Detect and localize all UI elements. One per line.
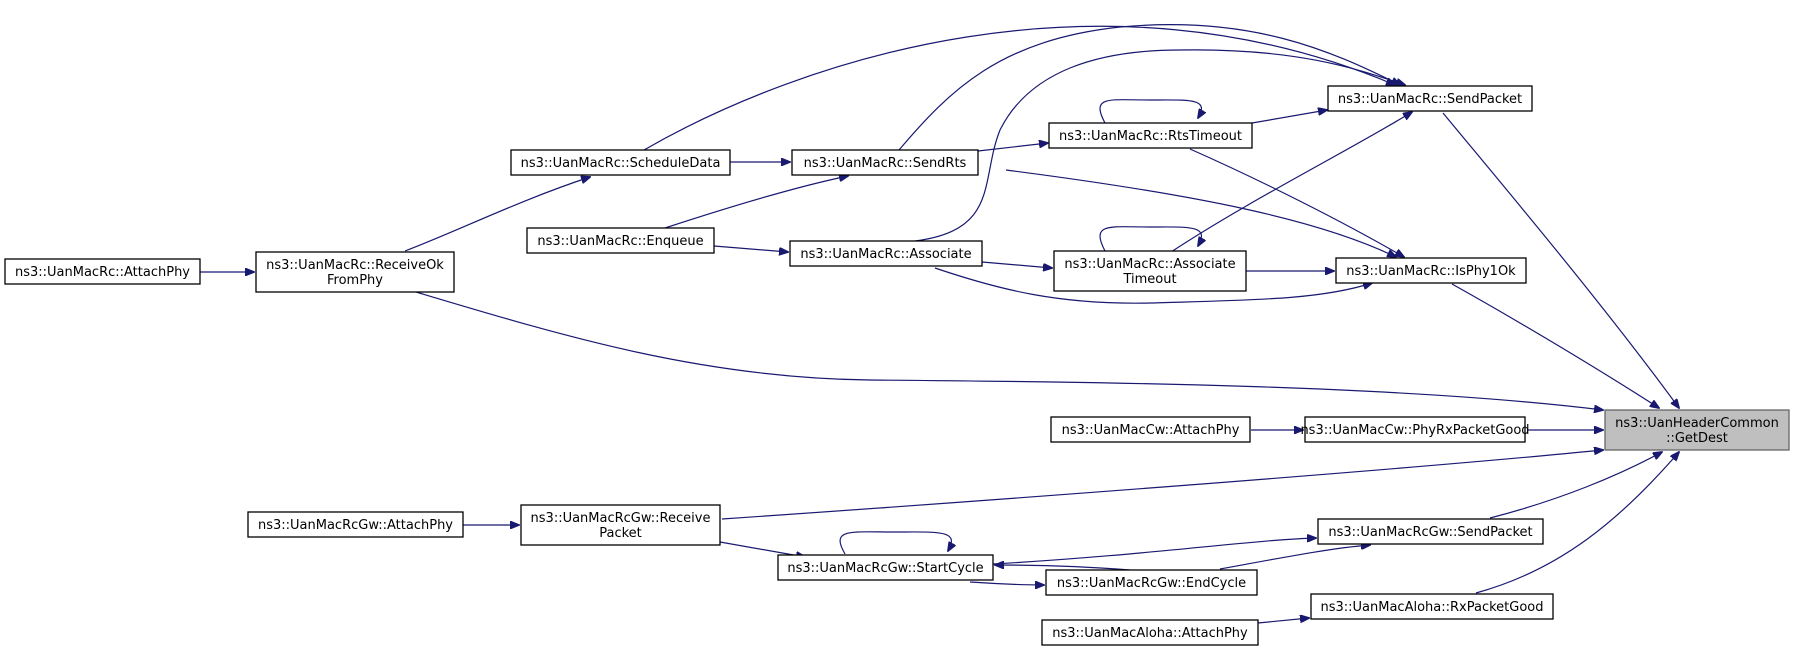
node-rcattach[interactable]: ns3::UanMacRc::AttachPhy	[4, 258, 201, 285]
edge-rtstimeout-sendpacket	[1251, 110, 1327, 124]
node-box	[1304, 416, 1526, 443]
node-box	[791, 149, 979, 176]
edge-gwstartcycle-gwsendpacket	[992, 538, 1316, 565]
edge-rtstimeout-self	[1099, 99, 1201, 124]
node-associate[interactable]: ns3::UanMacRc::Associate	[789, 240, 983, 267]
node-box	[1053, 250, 1247, 292]
edge-sendrts-rtstimeout	[977, 143, 1048, 152]
node-label: ns3::UanMacRc::IsPhy1Ok	[1346, 264, 1516, 279]
edge-aloharx-getdest	[1475, 452, 1679, 594]
node-rtstimeout[interactable]: ns3::UanMacRc::RtsTimeout	[1048, 122, 1253, 149]
node-label: ns3::UanMacRc::Associate	[800, 247, 971, 262]
node-box	[1048, 122, 1253, 149]
edge-gwreceive-getdest	[721, 450, 1603, 520]
edge-gwstartcycle-gwendcycle	[969, 582, 1044, 585]
edge-receiveok-getdest	[415, 291, 1603, 410]
node-box	[520, 504, 721, 546]
node-cwattach[interactable]: ns3::UanMacCw::AttachPhy	[1050, 416, 1251, 443]
node-sendrts[interactable]: ns3::UanMacRc::SendRts	[791, 149, 979, 176]
node-box	[1045, 569, 1258, 596]
node-label: ns3::UanMacRcGw::StartCycle	[787, 561, 983, 576]
node-box	[777, 554, 994, 581]
node-label: ns3::UanMacCw::PhyRxPacketGood	[1300, 423, 1529, 438]
node-label: ns3::UanMacCw::AttachPhy	[1062, 423, 1240, 438]
node-label: ns3::UanMacRcGw::AttachPhy	[258, 518, 453, 533]
node-label: Packet	[599, 526, 642, 541]
node-gwendcycle[interactable]: ns3::UanMacRcGw::EndCycle	[1045, 569, 1258, 596]
node-isphy1ok[interactable]: ns3::UanMacRc::IsPhy1Ok	[1335, 257, 1527, 284]
node-box	[247, 511, 464, 538]
edge-associate-assoctimeout	[981, 261, 1052, 268]
node-alohaattach[interactable]: ns3::UanMacAloha::AttachPhy	[1041, 619, 1259, 646]
edge-enqueue-sendrts	[664, 176, 848, 229]
node-label: ns3::UanMacRc::SendPacket	[1338, 92, 1522, 107]
node-enqueue[interactable]: ns3::UanMacRc::Enqueue	[526, 227, 715, 254]
node-box	[510, 149, 731, 176]
node-box	[1317, 518, 1544, 545]
node-label: ns3::UanMacRc::RtsTimeout	[1059, 129, 1242, 144]
node-label: FromPhy	[327, 273, 383, 288]
edge-rtstimeout-isphy1ok	[1189, 148, 1404, 257]
edge-gwsendpacket-getdest	[1489, 452, 1662, 519]
edge-associate-sendpacket	[914, 49, 1405, 242]
edge-isphy1ok-getdest	[1451, 283, 1659, 408]
node-box	[255, 251, 455, 293]
edge-sendrts-sendpacket	[898, 24, 1400, 151]
node-box	[1604, 409, 1790, 451]
edges-layer	[200, 24, 1679, 624]
node-label: ns3::UanMacRc::AttachPhy	[15, 265, 190, 280]
node-aloharx[interactable]: ns3::UanMacAloha::RxPacketGood	[1310, 593, 1554, 620]
node-label: ns3::UanHeaderCommon	[1615, 416, 1779, 431]
node-label: ::GetDest	[1666, 431, 1728, 446]
edge-alohaattach-aloharx	[1257, 618, 1309, 624]
edge-gwendcycle-gwstartcycle	[995, 565, 1131, 571]
node-getdest[interactable]: ns3::UanHeaderCommon::GetDest	[1604, 409, 1790, 451]
node-label: ns3::UanMacRcGw::EndCycle	[1057, 576, 1246, 591]
edge-enqueue-associate	[713, 245, 788, 252]
node-label: ns3::UanMacRc::Associate	[1064, 257, 1235, 272]
edge-receiveok-scheduledata	[404, 177, 590, 252]
node-box	[1050, 416, 1251, 443]
edge-gwendcycle-gwsendpacket	[1219, 545, 1370, 570]
node-label: ns3::UanMacRc::ReceiveOk	[266, 258, 444, 273]
edge-associate-isphy1ok	[934, 267, 1372, 304]
edge-sendpacket-getdest	[1442, 112, 1679, 408]
node-label: ns3::UanMacRc::Enqueue	[537, 234, 703, 249]
edge-assoctimeout-sendpacket	[1170, 112, 1412, 253]
node-box	[1041, 619, 1259, 646]
node-cwphyrx[interactable]: ns3::UanMacCw::PhyRxPacketGood	[1300, 416, 1530, 443]
node-label: Timeout	[1122, 272, 1176, 287]
edge-scheduledata-sendpacket	[643, 25, 1395, 151]
node-scheduledata[interactable]: ns3::UanMacRc::ScheduleData	[510, 149, 731, 176]
node-gwattach[interactable]: ns3::UanMacRcGw::AttachPhy	[247, 511, 464, 538]
node-gwsendpacket[interactable]: ns3::UanMacRcGw::SendPacket	[1317, 518, 1544, 545]
node-box	[789, 240, 983, 267]
node-label: ns3::UanMacRcGw::SendPacket	[1328, 525, 1532, 540]
edge-assoctimeout-self	[1099, 226, 1201, 252]
node-box	[526, 227, 715, 254]
node-box	[1327, 85, 1533, 112]
node-box	[1335, 257, 1527, 284]
node-label: ns3::UanMacRc::ScheduleData	[521, 156, 721, 171]
node-label: ns3::UanMacAloha::RxPacketGood	[1320, 600, 1543, 615]
edge-sendrts-isphy1ok	[1005, 169, 1396, 257]
node-label: ns3::UanMacRcGw::Receive	[531, 511, 711, 526]
node-label: ns3::UanMacAloha::AttachPhy	[1052, 626, 1248, 641]
node-box	[4, 258, 201, 285]
nodes-layer: ns3::UanHeaderCommon::GetDestns3::UanMac…	[4, 85, 1790, 646]
edge-gwstartcycle-self	[839, 531, 951, 555]
node-box	[1310, 593, 1554, 620]
node-gwstartcycle[interactable]: ns3::UanMacRcGw::StartCycle	[777, 554, 994, 581]
node-sendpacket[interactable]: ns3::UanMacRc::SendPacket	[1327, 85, 1533, 112]
node-label: ns3::UanMacRc::SendRts	[804, 156, 967, 171]
